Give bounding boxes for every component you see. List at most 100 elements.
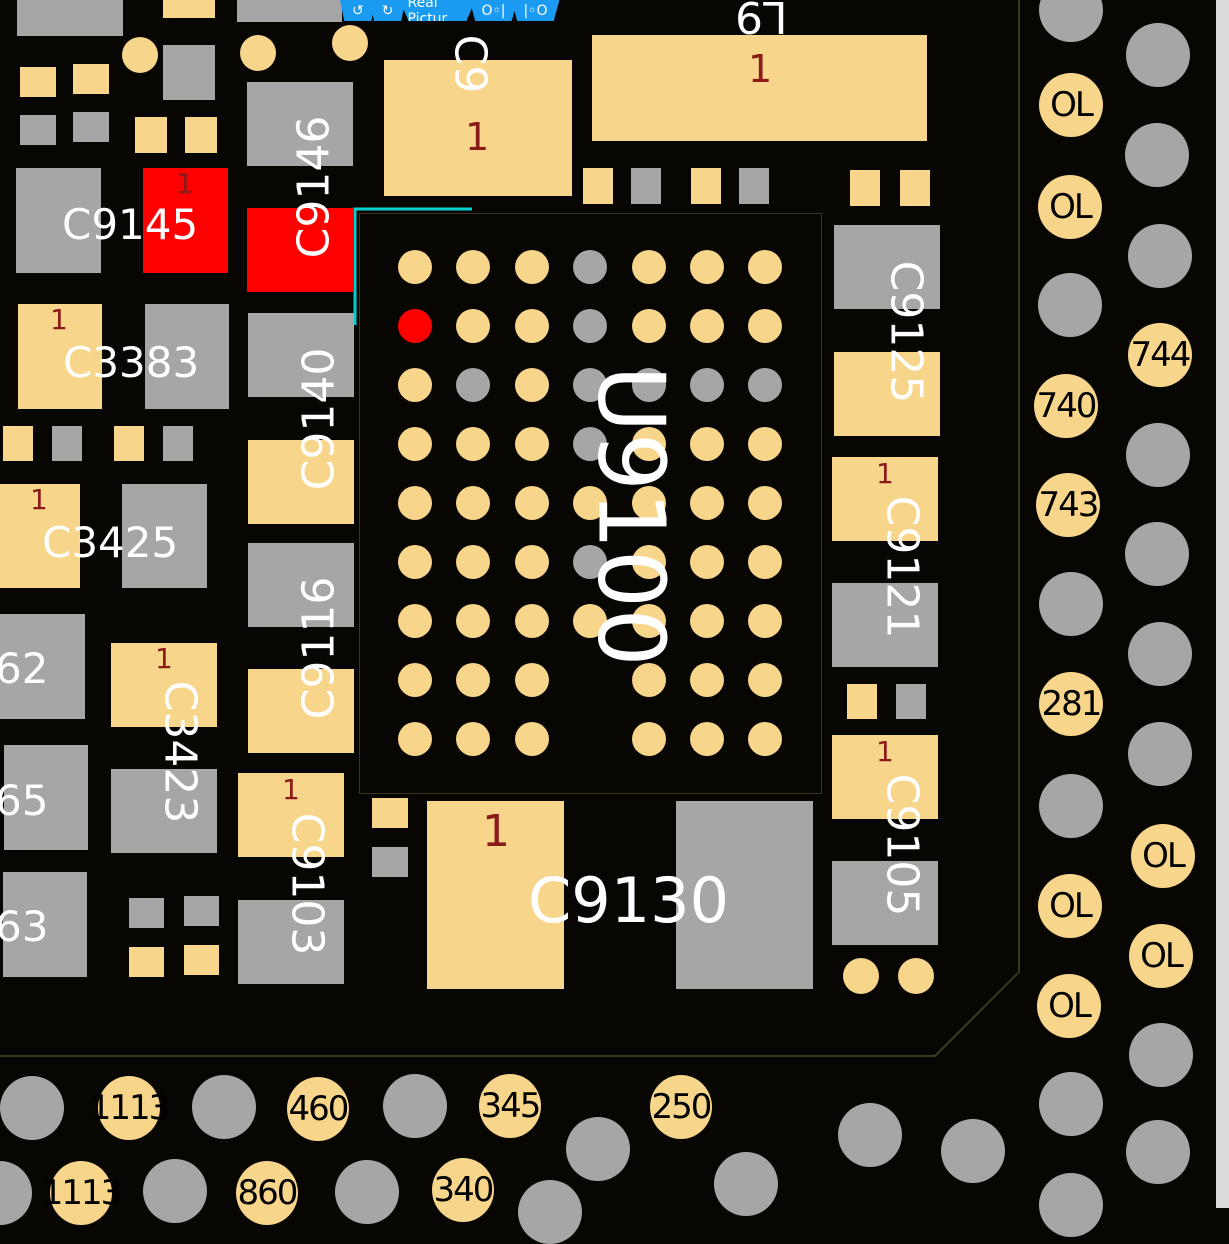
component-c3425[interactable]: C3425 <box>42 518 179 567</box>
test-point-gray[interactable] <box>1126 23 1190 87</box>
bga-ball[interactable] <box>456 663 490 697</box>
component-c9-pad[interactable] <box>384 60 572 196</box>
bga-ball[interactable] <box>632 604 666 638</box>
test-point-gray[interactable] <box>335 1160 399 1224</box>
bga-ball[interactable] <box>748 368 782 402</box>
bga-ball[interactable] <box>690 722 724 756</box>
bga-ball[interactable] <box>748 427 782 461</box>
test-point-gray[interactable] <box>192 1075 256 1139</box>
bga-ball[interactable] <box>398 427 432 461</box>
bga-ball[interactable] <box>748 486 782 520</box>
bga-ball[interactable] <box>456 309 490 343</box>
bga-ball[interactable] <box>515 545 549 579</box>
test-point-gray[interactable] <box>1126 1120 1190 1184</box>
bga-ball[interactable] <box>690 427 724 461</box>
test-point[interactable]: 743 <box>1036 473 1100 537</box>
component-u9100[interactable] <box>359 213 822 794</box>
component-c9121[interactable]: C9121 <box>876 495 928 639</box>
component-c9146[interactable]: C9146 <box>288 115 340 259</box>
test-point[interactable]: OL <box>1129 924 1193 988</box>
bga-ball[interactable] <box>456 722 490 756</box>
test-point-gray[interactable] <box>1038 273 1102 337</box>
bga-ball[interactable] <box>690 250 724 284</box>
test-point-gray[interactable] <box>566 1117 630 1181</box>
bga-ball[interactable] <box>690 368 724 402</box>
component-c3383[interactable]: C3383 <box>63 338 200 387</box>
bga-ball[interactable] <box>398 663 432 697</box>
bga-ball[interactable] <box>690 309 724 343</box>
bga-ball[interactable] <box>632 427 666 461</box>
bga-ball[interactable] <box>573 427 607 461</box>
bga-ball[interactable] <box>515 309 549 343</box>
bga-ball[interactable] <box>632 663 666 697</box>
bga-ball[interactable] <box>515 368 549 402</box>
test-point[interactable]: OL <box>1038 175 1102 239</box>
component-c9105[interactable]: C9105 <box>876 773 928 917</box>
bga-ball[interactable] <box>456 368 490 402</box>
test-point-gray[interactable] <box>1129 1023 1193 1087</box>
bga-ball[interactable] <box>748 604 782 638</box>
test-point-gray[interactable] <box>1039 572 1103 636</box>
component-c9116[interactable]: C9116 <box>293 576 345 720</box>
bga-ball[interactable] <box>398 368 432 402</box>
component-l9-pad[interactable] <box>592 35 927 141</box>
bga-ball[interactable] <box>456 486 490 520</box>
test-point-gray[interactable] <box>1128 622 1192 686</box>
bga-ball[interactable] <box>573 250 607 284</box>
bga-ball[interactable] <box>632 545 666 579</box>
bga-ball[interactable] <box>515 722 549 756</box>
bga-ball[interactable] <box>748 309 782 343</box>
bga-ball[interactable] <box>690 604 724 638</box>
test-point[interactable]: 281 <box>1039 672 1103 736</box>
bga-ball[interactable] <box>690 486 724 520</box>
test-point-gray[interactable] <box>1126 423 1190 487</box>
bga-ball[interactable] <box>398 722 432 756</box>
bga-ball[interactable] <box>398 486 432 520</box>
bga-ball[interactable] <box>456 250 490 284</box>
test-point[interactable]: OL <box>1037 974 1101 1038</box>
test-point-gray[interactable] <box>714 1152 778 1216</box>
test-point-gray[interactable] <box>383 1074 447 1138</box>
flip-right-button[interactable]: |◦O <box>511 0 560 21</box>
test-point[interactable]: 744 <box>1128 323 1192 387</box>
test-point[interactable]: 1113 <box>90 1076 170 1140</box>
redo-button[interactable]: ↻ <box>369 0 406 21</box>
bga-ball[interactable] <box>748 663 782 697</box>
real-picture-button[interactable]: Real Pictur <box>399 0 476 21</box>
bga-ball[interactable] <box>748 722 782 756</box>
component-c9140[interactable]: C9140 <box>293 347 345 491</box>
bga-ball[interactable] <box>398 309 432 343</box>
test-point-gray[interactable] <box>1125 522 1189 586</box>
test-point[interactable]: 340 <box>432 1158 494 1222</box>
test-point[interactable]: OL <box>1039 73 1103 137</box>
component-c9130[interactable]: C9130 <box>528 864 730 937</box>
bga-ball[interactable] <box>515 486 549 520</box>
test-point-gray[interactable] <box>1128 224 1192 288</box>
bga-ball[interactable] <box>573 604 607 638</box>
test-point[interactable]: 860 <box>236 1161 298 1225</box>
test-point[interactable]: 740 <box>1034 374 1098 438</box>
test-point-gray[interactable] <box>518 1180 582 1244</box>
bga-ball[interactable] <box>632 722 666 756</box>
bga-ball[interactable] <box>456 545 490 579</box>
test-point[interactable]: 460 <box>287 1077 349 1141</box>
bga-ball[interactable] <box>632 486 666 520</box>
bga-ball[interactable] <box>515 604 549 638</box>
bga-ball[interactable] <box>632 309 666 343</box>
component-c9145[interactable]: C9145 <box>62 200 199 249</box>
bga-ball[interactable] <box>573 309 607 343</box>
test-point-gray[interactable] <box>0 1076 64 1140</box>
test-point[interactable]: 250 <box>650 1075 712 1139</box>
test-point-gray[interactable] <box>838 1103 902 1167</box>
bga-ball[interactable] <box>690 545 724 579</box>
test-point-gray[interactable] <box>1039 1072 1103 1136</box>
test-point[interactable]: 1113 <box>42 1161 122 1225</box>
component-c9103[interactable]: C9103 <box>281 812 333 956</box>
test-point[interactable]: OL <box>1038 874 1102 938</box>
test-point-gray[interactable] <box>941 1119 1005 1183</box>
bga-ball[interactable] <box>573 545 607 579</box>
bga-ball[interactable] <box>515 663 549 697</box>
bga-ball[interactable] <box>456 604 490 638</box>
bga-ball[interactable] <box>398 250 432 284</box>
bga-ball[interactable] <box>748 250 782 284</box>
